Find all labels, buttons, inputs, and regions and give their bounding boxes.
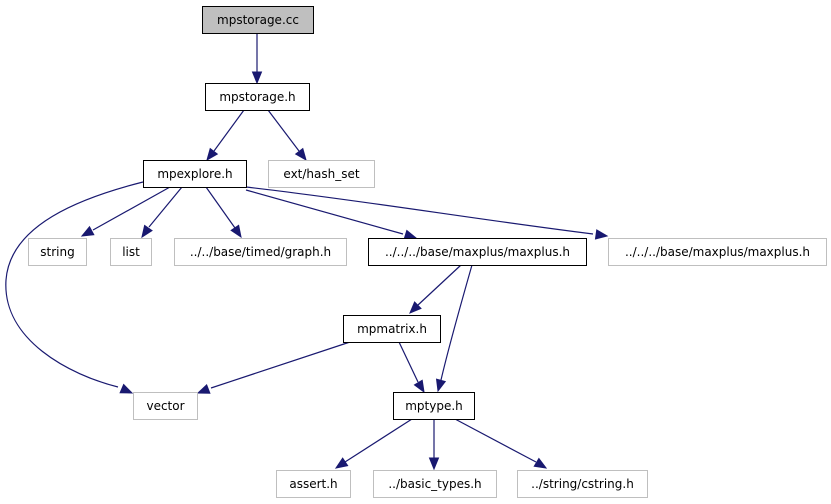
node-box xyxy=(373,470,497,498)
node-label: mpmatrix.h xyxy=(357,322,427,336)
arrowhead-icon xyxy=(251,71,263,85)
node-label: mpstorage.cc xyxy=(217,13,299,27)
node-label: ../../base/timed/graph.h xyxy=(190,245,331,259)
node-mpstorage-h[interactable]: mpstorage.h xyxy=(205,83,310,111)
edge-mptype-h-to-cstring-h xyxy=(454,418,548,469)
edge-line xyxy=(398,341,419,383)
edge-mpexplore-h-to-maxplus-h2 xyxy=(245,186,609,240)
node-box xyxy=(343,315,441,343)
node-box xyxy=(205,83,310,111)
node-box xyxy=(28,238,87,266)
arrowhead-icon xyxy=(413,379,425,394)
node-graph-h: ../../base/timed/graph.h xyxy=(174,238,347,266)
edge-mpstorage-h-to-hash-set xyxy=(267,109,307,162)
edge-mptype-h-to-assert-h xyxy=(334,418,413,469)
edge-mpexplore-h-to-string xyxy=(80,186,171,237)
arrowhead-icon xyxy=(594,229,609,240)
edge-line xyxy=(205,186,236,229)
node-label: string xyxy=(40,245,74,259)
arrowhead-icon xyxy=(334,457,349,469)
node-label: ext/hash_set xyxy=(283,167,359,181)
edge-line xyxy=(213,109,245,152)
node-label: mpexplore.h xyxy=(157,167,232,181)
node-label: assert.h xyxy=(289,477,337,491)
edge-maxplus-h-to-mpmatrix-h xyxy=(409,264,462,314)
node-label: mptype.h xyxy=(405,399,463,413)
edge-line xyxy=(454,418,537,463)
node-label: ../../../base/maxplus/maxplus.h xyxy=(625,245,810,259)
node-maxplus-h[interactable]: ../../../base/maxplus/maxplus.h xyxy=(368,238,587,266)
arrowhead-icon xyxy=(230,224,242,239)
edge-mpmatrix-h-to-mptype-h xyxy=(398,341,425,394)
node-mpstorage-cc[interactable]: mpstorage.cc xyxy=(202,6,314,34)
node-box xyxy=(174,238,347,266)
node-label: mpstorage.h xyxy=(219,90,295,104)
edge-line xyxy=(210,341,351,389)
node-label: ../basic_types.h xyxy=(388,477,481,491)
arrowhead-icon xyxy=(196,383,211,394)
node-label: list xyxy=(122,245,140,259)
node-assert-h: assert.h xyxy=(276,470,351,498)
edge-mpexplore-h-to-list xyxy=(141,186,183,239)
edge-mpstorage-h-to-mpexplore-h xyxy=(206,109,245,162)
edge-line xyxy=(245,186,594,235)
edge-mpexplore-h-to-vector xyxy=(5,181,144,394)
edge-mpmatrix-h-to-vector xyxy=(196,341,351,394)
edges xyxy=(5,33,609,471)
edge-line xyxy=(5,181,144,388)
node-mpexplore-h[interactable]: mpexplore.h xyxy=(143,160,247,188)
arrowhead-icon xyxy=(294,147,307,162)
node-box xyxy=(143,160,247,188)
node-box xyxy=(608,238,827,266)
node-label: ../string/cstring.h xyxy=(531,477,634,491)
edge-maxplus-h-to-mptype-h xyxy=(435,264,473,393)
arrowhead-icon xyxy=(119,383,134,394)
node-basic-types-h: ../basic_types.h xyxy=(373,470,497,498)
arrowhead-icon xyxy=(435,378,447,393)
arrowhead-icon xyxy=(206,147,219,162)
node-mptype-h[interactable]: mptype.h xyxy=(393,392,475,420)
node-box xyxy=(276,470,351,498)
node-box xyxy=(268,160,375,188)
node-box xyxy=(517,470,648,498)
node-box xyxy=(368,238,587,266)
edge-line xyxy=(267,109,300,152)
arrowhead-icon xyxy=(80,225,95,237)
arrowhead-icon xyxy=(409,301,422,314)
node-box xyxy=(393,392,475,420)
node-box xyxy=(110,238,152,266)
node-mpmatrix-h[interactable]: mpmatrix.h xyxy=(343,315,441,343)
node-list: list xyxy=(110,238,152,266)
edge-line xyxy=(344,418,413,463)
edge-line xyxy=(440,264,473,381)
edge-line xyxy=(148,186,183,228)
edge-mptype-h-to-basic-types-h xyxy=(428,419,440,471)
node-box xyxy=(202,6,314,34)
node-label: ../../../base/maxplus/maxplus.h xyxy=(385,245,570,259)
node-maxplus-h2: ../../../base/maxplus/maxplus.h xyxy=(608,238,827,266)
edge-line xyxy=(245,189,404,235)
arrowhead-icon xyxy=(403,229,418,240)
edge-mpstorage-cc-to-mpstorage-h xyxy=(251,33,263,85)
node-cstring-h: ../string/cstring.h xyxy=(517,470,648,498)
arrowhead-icon xyxy=(141,224,153,239)
edge-line xyxy=(92,186,171,231)
nodes: mpstorage.cc mpstorage.h mpexplore.h ext/ha… xyxy=(28,6,827,498)
node-box xyxy=(133,392,198,420)
node-string: string xyxy=(28,238,87,266)
arrowhead-icon xyxy=(533,457,548,469)
node-hash-set: ext/hash_set xyxy=(268,160,375,188)
edge-mpexplore-h-to-graph-h xyxy=(205,186,242,239)
arrowhead-icon xyxy=(428,457,440,471)
node-label: vector xyxy=(146,399,184,413)
edge-line xyxy=(417,264,462,306)
node-vector: vector xyxy=(133,392,198,420)
